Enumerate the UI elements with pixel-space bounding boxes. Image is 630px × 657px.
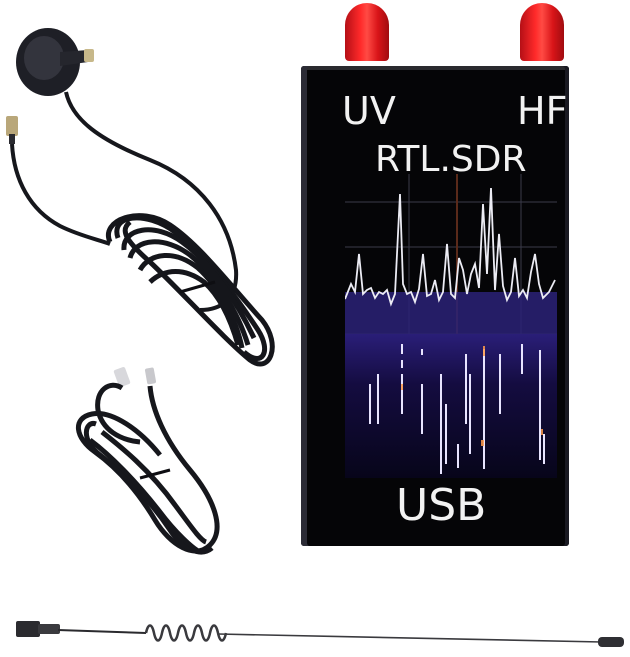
sma-cap-left: [345, 3, 389, 61]
spectrum-trace: [345, 187, 556, 307]
waterfall: [345, 334, 557, 478]
rtl-sdr-receiver: UV HF RTL.SDR: [301, 66, 569, 546]
label-uv: UV: [342, 89, 396, 133]
label-rtl-sdr: RTL.SDR: [375, 139, 527, 180]
sma-connector: [6, 116, 18, 144]
usb-cable: [75, 367, 220, 555]
label-usb: USB: [396, 480, 487, 531]
magnetic-antenna-base: [16, 28, 94, 96]
cable-tie: [179, 280, 216, 294]
label-hf: HF: [517, 89, 568, 133]
coax-cable-end: [10, 143, 111, 246]
coiled-antenna-cable: [105, 213, 275, 367]
waterfall-signals: [369, 344, 545, 474]
spectrum-display: [345, 174, 557, 478]
whip-antenna: [16, 621, 624, 647]
sma-cap-right: [520, 3, 564, 61]
